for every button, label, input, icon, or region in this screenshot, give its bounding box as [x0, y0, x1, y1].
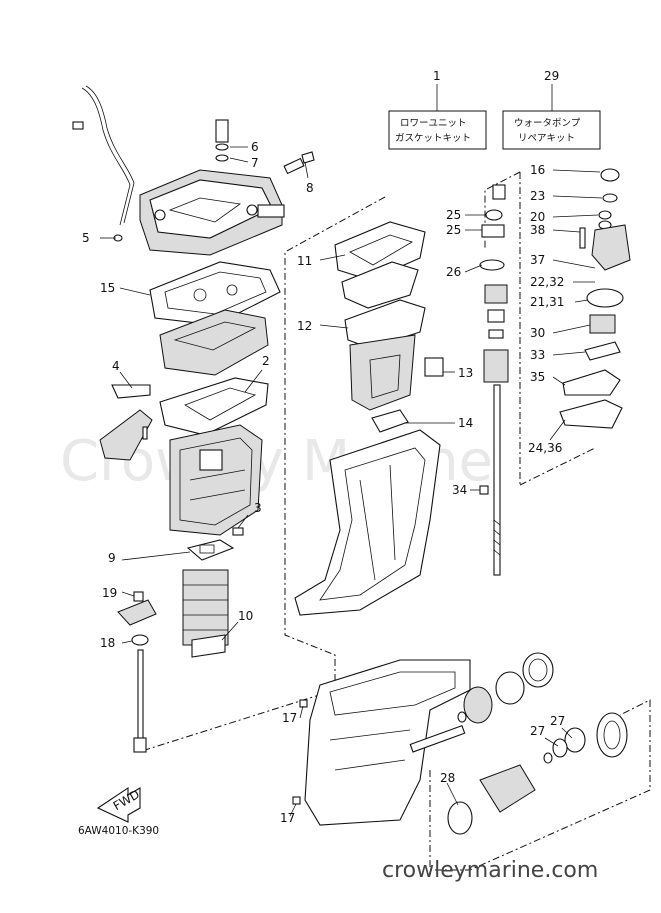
drive-shaft-parts [479, 184, 509, 576]
callout-25a: 25 [446, 208, 461, 222]
kit-name-1-line1: ロワーユニット [400, 118, 467, 129]
kit-number-1: 1 [433, 69, 441, 83]
callout-2: 2 [262, 354, 270, 368]
callout-33: 33 [530, 348, 545, 362]
screws-17 [292, 699, 308, 805]
oil-pan [169, 424, 263, 536]
diagram-code: 6AW4010-K390 [78, 825, 160, 837]
cable-part-5 [72, 85, 135, 242]
callout-14: 14 [458, 416, 473, 430]
callout-9: 9 [108, 551, 116, 565]
spacer-plate [159, 309, 269, 376]
callout-24-36: 24,36 [528, 441, 562, 455]
site-url[interactable]: crowleymarine.com [382, 858, 599, 883]
leader-lines [100, 146, 603, 817]
exhaust-guide-12 [344, 299, 444, 411]
callout-4: 4 [112, 359, 120, 373]
callout-16: 16 [530, 163, 545, 177]
callout-15: 15 [100, 281, 115, 295]
callout-17a: 17 [282, 711, 297, 725]
callout-19: 19 [102, 586, 117, 600]
kit-name-29-line1: ウォータポンプ [514, 118, 581, 129]
callout-35: 35 [530, 370, 545, 384]
callout-27b: 27 [550, 714, 565, 728]
callout-28: 28 [440, 771, 455, 785]
gasket-15 [149, 261, 281, 326]
callout-30: 30 [530, 326, 545, 340]
callout-20: 20 [530, 210, 545, 224]
callout-6: 6 [251, 140, 259, 154]
kit-number-29: 29 [544, 69, 559, 83]
small-parts-upper [215, 119, 315, 175]
callouts: 2 3 4 5 6 7 8 9 10 11 12 13 14 15 16 17 … [82, 140, 565, 825]
callout-13: 13 [458, 366, 473, 380]
kit-name-1-line2: ガスケットキット [395, 133, 471, 144]
callout-34: 34 [452, 483, 467, 497]
drive-shaft-housing [294, 429, 441, 616]
callout-38: 38 [530, 223, 545, 237]
prop-shaft-parts [447, 652, 628, 835]
shift-bracket [117, 591, 157, 753]
upper-casing [139, 169, 285, 256]
kit-box-water-pump: 29 ウォータポンプ リペアキット [502, 69, 601, 150]
water-pump-parts [559, 168, 631, 429]
seal-14 [371, 409, 409, 433]
callout-18: 18 [100, 636, 115, 650]
callout-12: 12 [297, 319, 312, 333]
kit-box-gasket: 1 ロワーユニット ガスケットキット [388, 69, 487, 150]
callout-3: 3 [254, 501, 262, 515]
fwd-arrow-icon: FWD [96, 786, 142, 823]
callout-22-32: 22,32 [530, 275, 564, 289]
callout-21-31: 21,31 [530, 295, 564, 309]
callout-5: 5 [82, 231, 90, 245]
muffler-10 [182, 569, 229, 658]
gasket-2 [159, 377, 269, 436]
callout-10: 10 [238, 609, 253, 623]
callout-26: 26 [446, 265, 461, 279]
bracket-part-4 [99, 384, 153, 461]
exhaust-plate-11 [334, 221, 426, 309]
callout-17b: 17 [280, 811, 295, 825]
callout-8: 8 [306, 181, 314, 195]
kit-name-29-line2: リペアキット [518, 133, 575, 144]
callout-11: 11 [297, 254, 312, 268]
gear-case [304, 659, 471, 826]
callout-25b: 25 [446, 223, 461, 237]
callout-7: 7 [251, 156, 259, 170]
callout-23: 23 [530, 189, 545, 203]
callout-27a: 27 [530, 724, 545, 738]
callout-37: 37 [530, 253, 545, 267]
gasket-9 [186, 539, 235, 561]
